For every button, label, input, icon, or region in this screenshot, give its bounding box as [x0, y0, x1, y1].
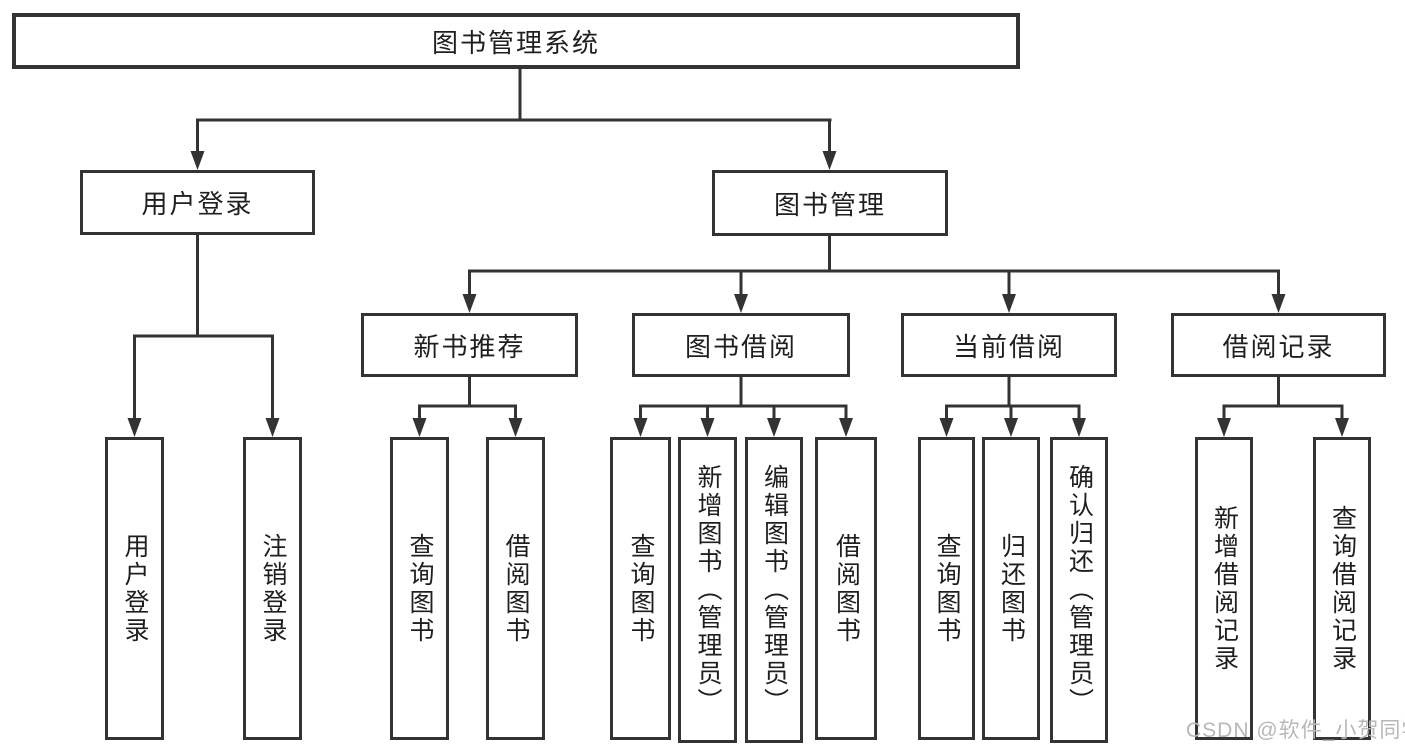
arrowhead-icon	[633, 418, 648, 437]
node-bb-edit-books: 编辑图书（管理员）	[745, 437, 803, 743]
arrowhead-icon	[1271, 294, 1286, 313]
node-root: 图书管理系统	[12, 13, 1020, 69]
arrowhead-icon	[1004, 418, 1018, 437]
arrowhead-icon	[939, 418, 954, 437]
node-leaf-logout: 注销登录	[243, 437, 302, 740]
arrowhead-icon	[127, 418, 142, 437]
node-leaf-user-login: 用户登录	[105, 437, 164, 740]
arrowhead-icon	[734, 294, 748, 313]
node-nb-borrow-books: 借阅图书	[486, 437, 545, 740]
node-br-add-record: 新增借阅记录	[1195, 437, 1253, 740]
node-new-book-recommend: 新书推荐	[361, 313, 578, 377]
arrowhead-icon	[767, 418, 781, 437]
arrowhead-icon	[265, 418, 280, 437]
arrowhead-icon	[839, 418, 853, 437]
arrowhead-icon	[1217, 418, 1231, 437]
arrowhead-icon	[462, 294, 477, 313]
node-nb-query-books: 查询图书	[390, 437, 449, 740]
node-br-query-record: 查询借阅记录	[1313, 437, 1371, 740]
arrowhead-icon	[1002, 294, 1016, 313]
arrowhead-icon	[822, 151, 837, 170]
node-book-borrowing: 图书借阅	[632, 313, 850, 377]
arrowhead-icon	[1072, 418, 1086, 437]
node-bb-add-books: 新增图书（管理员）	[678, 437, 737, 743]
node-cb-query-books: 查询图书	[918, 437, 975, 740]
node-cb-return-books: 归还图书	[982, 437, 1040, 740]
arrowhead-icon	[508, 418, 523, 437]
node-user-login: 用户登录	[80, 170, 315, 235]
node-borrowing-records: 借阅记录	[1171, 313, 1386, 377]
arrowhead-icon	[190, 151, 205, 170]
arrowhead-icon	[412, 418, 427, 437]
node-cb-confirm-return: 确认归还（管理员）	[1050, 437, 1108, 743]
node-book-management: 图书管理	[712, 170, 948, 236]
node-bb-query-books: 查询图书	[610, 437, 671, 740]
arrowhead-icon	[1335, 418, 1349, 437]
node-bb-borrow-books: 借阅图书	[815, 437, 877, 740]
node-current-borrowing: 当前借阅	[901, 313, 1117, 377]
csdn-watermark: CSDN @软件_小贺同学	[1186, 719, 1405, 742]
arrowhead-icon	[700, 418, 715, 437]
